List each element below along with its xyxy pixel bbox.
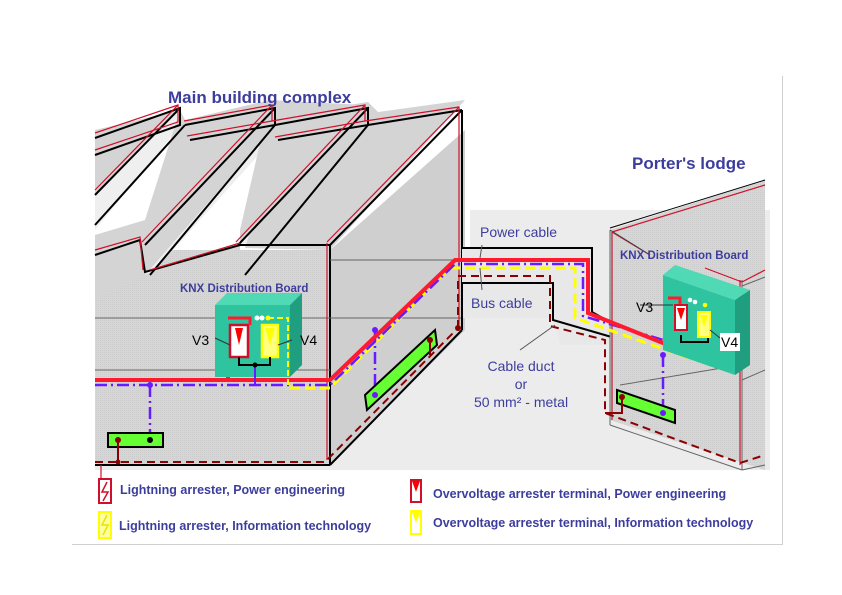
overvoltage-terminal-it-icon (410, 510, 422, 535)
earth-conductor (95, 275, 766, 465)
earth-bars (107, 325, 676, 465)
knx-board-main-label: KNX Distribution Board (180, 283, 308, 295)
legend-item: Overvoltage arrester terminal, Power eng… (410, 479, 726, 503)
legend-label: Lightning arrester, Information technolo… (119, 519, 371, 533)
legend-label: Overvoltage arrester terminal, Informati… (433, 516, 753, 530)
main-building (94, 100, 465, 480)
cable-duct-label-2: or (515, 376, 528, 392)
earth-bar-main-left (107, 432, 164, 448)
power-cable-label: Power cable (480, 224, 557, 240)
legend-label: Lightning arrester, Power engineering (120, 483, 345, 497)
earth-bar-lodge (616, 388, 676, 425)
knx-board-lodge (640, 265, 750, 375)
knx-board-main (214, 293, 302, 388)
overvoltage-terminal-power-icon (410, 479, 422, 503)
lightning-arrester-power-icon (98, 478, 112, 504)
cable-duct-label-1: Cable duct (488, 358, 555, 374)
earth-bar-main-right (363, 327, 439, 413)
bus-cable-label: Bus cable (471, 295, 533, 311)
legend-item: Lightning arrester, Information technolo… (98, 511, 371, 539)
cable-duct-label-3: 50 mm² - metal (474, 394, 568, 410)
legend-item: Overvoltage arrester terminal, Informati… (410, 510, 753, 535)
v3-main-label: V3 (192, 332, 209, 348)
legend-item: Lightning arrester, Power engineering (98, 478, 345, 504)
leader-lines (479, 244, 556, 351)
legend: Lightning arrester, Power engineering Li… (98, 478, 753, 539)
it-cable (290, 266, 712, 390)
main-building-title: Main building complex (168, 88, 352, 107)
porters-lodge-title: Porter's lodge (632, 154, 746, 173)
knx-board-lodge-label: KNX Distribution Board (620, 250, 748, 262)
v4-lodge-label: V4 (721, 334, 738, 350)
v3-lodge-label: V3 (636, 299, 653, 315)
legend-label: Overvoltage arrester terminal, Power eng… (433, 487, 726, 501)
lightning-arrester-it-icon (98, 511, 112, 539)
bus-cable (95, 262, 692, 440)
v4-main-label: V4 (300, 332, 317, 348)
v4-lodge-bg (720, 333, 740, 351)
